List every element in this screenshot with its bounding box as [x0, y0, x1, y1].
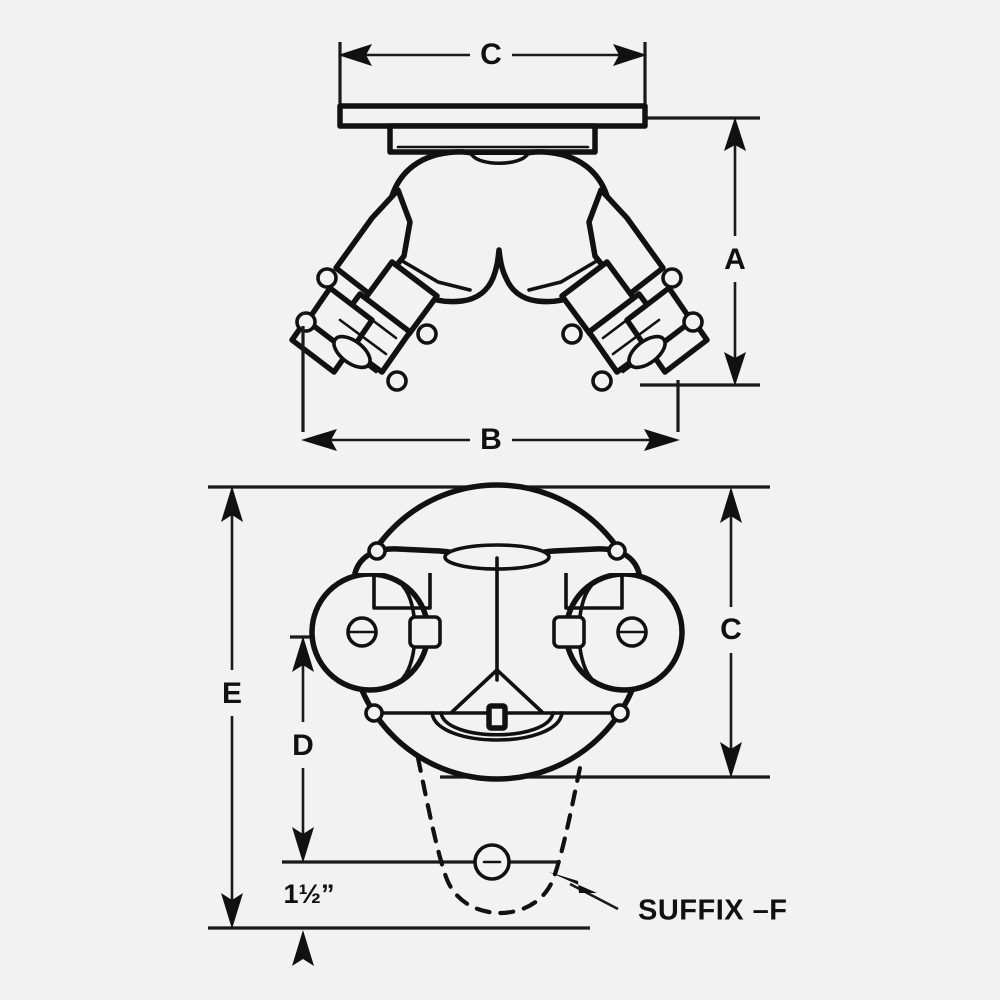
- top-flange-plate: [337, 103, 648, 129]
- dim-c-bottom-label: C: [720, 613, 742, 646]
- plan-web-splay-left: [450, 668, 499, 714]
- plan-lug-bottom-right: [610, 703, 630, 723]
- left-branch-line-1: [349, 302, 398, 340]
- dim-c-top-arrow-right: [613, 44, 647, 66]
- dim-a-label: A: [724, 243, 746, 276]
- plan-lug-bottom-left: [364, 703, 384, 723]
- elevation-view: C A: [289, 38, 760, 456]
- dim-a: A: [640, 116, 760, 387]
- plan-view: E D C 1½”: [208, 482, 788, 966]
- left-branch: [289, 259, 440, 392]
- dim-c-top: C: [338, 38, 647, 108]
- right-branch-line-2: [611, 318, 661, 356]
- dim-e-arrow-bottom: [221, 893, 243, 929]
- left-branch-bolt-4: [386, 370, 408, 392]
- right-branch-bolt-3: [561, 323, 583, 345]
- dim-c-bottom-arrow-bottom: [720, 742, 742, 778]
- dim-e: E: [221, 486, 243, 929]
- right-branch-line-1: [601, 302, 650, 340]
- right-branch-bolt-2: [682, 311, 704, 333]
- suffix-f-note: SUFFIX –F: [549, 872, 788, 927]
- dim-e-label: E: [222, 677, 242, 710]
- dim-d-arrow-bottom: [292, 827, 314, 863]
- plan-lug-top-left: [367, 541, 387, 561]
- dim-d-arrow-top: [292, 636, 314, 672]
- suffix-f-leader-line: [569, 882, 619, 911]
- left-flange-lug: [408, 615, 442, 649]
- dim-b: B: [301, 326, 680, 456]
- dim-c-top-arrow-left: [338, 44, 372, 66]
- dim-b-label: B: [480, 423, 502, 456]
- right-flange-lug: [552, 615, 586, 649]
- suffix-f-label: SUFFIX –F: [638, 895, 788, 927]
- dim-a-arrow-bottom: [724, 352, 746, 386]
- plan-lower-arc-inner: [439, 711, 555, 737]
- flange-neck: [387, 123, 598, 155]
- dim-one-half-label: 1½”: [283, 879, 334, 909]
- plan-lug-top-right: [607, 541, 627, 561]
- dim-a-arrow-top: [724, 117, 746, 151]
- suffix-f-bracket: [415, 755, 585, 916]
- left-branch-boss: [332, 334, 372, 370]
- wye-body: [383, 149, 616, 305]
- right-throat-wall: [527, 260, 597, 292]
- plan-lower-arc-outer: [430, 711, 564, 742]
- plan-lower-key: [486, 703, 508, 731]
- dim-e-arrow-top: [221, 486, 243, 522]
- suffix-f-leader-arrow: [549, 872, 597, 893]
- right-branch-boss: [627, 334, 667, 370]
- dim-c-bottom-arrow-top: [720, 487, 742, 523]
- dim-one-half: 1½”: [283, 879, 335, 966]
- dim-c-bottom: C: [720, 487, 742, 778]
- left-throat-wall: [402, 260, 472, 292]
- dim-d-label: D: [292, 729, 314, 762]
- plan-web-splay-right: [495, 668, 544, 714]
- right-branch-bolt-1: [661, 267, 683, 289]
- left-branch-bolt-1: [316, 267, 338, 289]
- body-top-nub: [470, 153, 529, 165]
- dim-c-top-label: C: [480, 38, 502, 71]
- dim-d: D: [290, 635, 372, 863]
- right-branch: [559, 259, 710, 392]
- dim-one-half-arrow-bottom: [292, 930, 314, 966]
- dim-b-arrow-right: [644, 429, 680, 451]
- left-branch-bolt-2: [295, 311, 317, 333]
- suffix-f-outline: [415, 755, 585, 916]
- left-branch-bolt-3: [416, 323, 438, 345]
- dim-b-arrow-left: [301, 429, 337, 451]
- right-branch-bolt-4: [591, 370, 613, 392]
- left-branch-line-2: [338, 318, 388, 356]
